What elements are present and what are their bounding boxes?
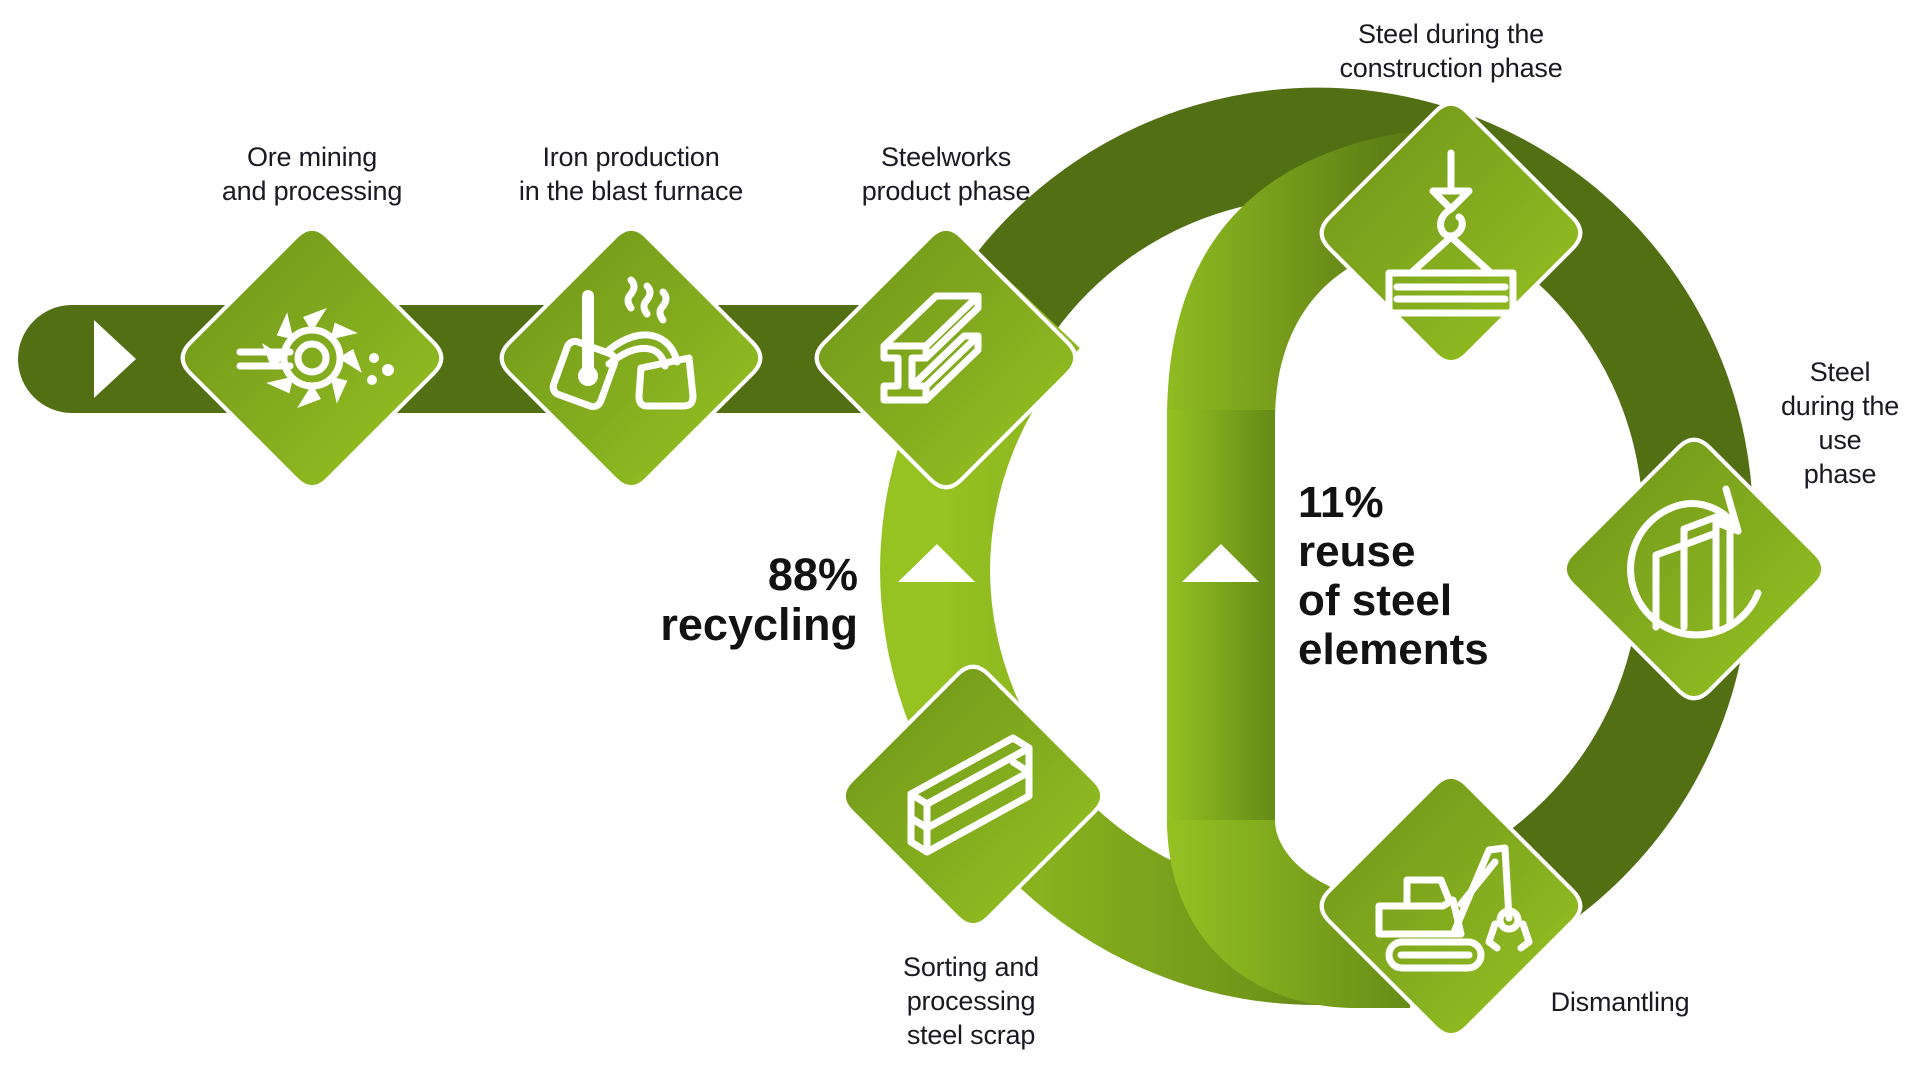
bucket-wheel-excavator-icon <box>236 308 394 408</box>
steel-i-beam-icon <box>880 292 982 404</box>
stage-label-iron-production: Iron production in the blast furnace <box>518 142 744 206</box>
use-phase-diamond <box>1562 437 1826 701</box>
demolition-excavator-icon <box>1375 844 1533 972</box>
reuse-stat: 11% reuse of steel elements <box>1298 478 1489 674</box>
stage-ore-mining <box>180 226 444 490</box>
iron-production-diamond <box>499 226 763 490</box>
steel-bars-stack-icon <box>907 734 1033 856</box>
reuse-up-arrow-icon <box>1182 544 1259 582</box>
reuse-bar-bottom <box>1167 820 1420 1008</box>
stage-construction <box>1319 101 1583 365</box>
stage-steelworks <box>814 226 1078 490</box>
stage-label-construction: Steel during the construction phase <box>1339 19 1563 83</box>
stage-label-ore-mining: Ore mining and processing <box>221 142 403 206</box>
reuse-bar <box>1167 410 1275 830</box>
recycling-stat: 88% recycling <box>660 549 858 650</box>
play-arrow-icon <box>94 320 136 398</box>
stage-dismantling <box>1319 774 1583 1038</box>
recycling-up-arrow-icon <box>898 544 975 582</box>
stage-sorting <box>841 664 1105 928</box>
stage-label-use-phase: Steel during the use phase <box>1780 357 1900 489</box>
stage-label-steelworks: Steelworks product phase <box>861 142 1031 206</box>
crane-hook-load-icon <box>1385 149 1517 317</box>
stage-use-phase <box>1562 437 1826 701</box>
blast-furnace-icon <box>549 276 697 411</box>
stage-label-sorting: Sorting and processing steel scrap <box>903 952 1039 1050</box>
sorting-diamond <box>841 664 1105 928</box>
stage-iron-production <box>499 226 763 490</box>
lifecycle-ring-dark <box>965 87 1753 1005</box>
ore-mining-diamond <box>180 226 444 490</box>
building-cycle-icon <box>1627 485 1762 639</box>
stage-label-dismantling: Dismantling <box>1550 987 1690 1017</box>
